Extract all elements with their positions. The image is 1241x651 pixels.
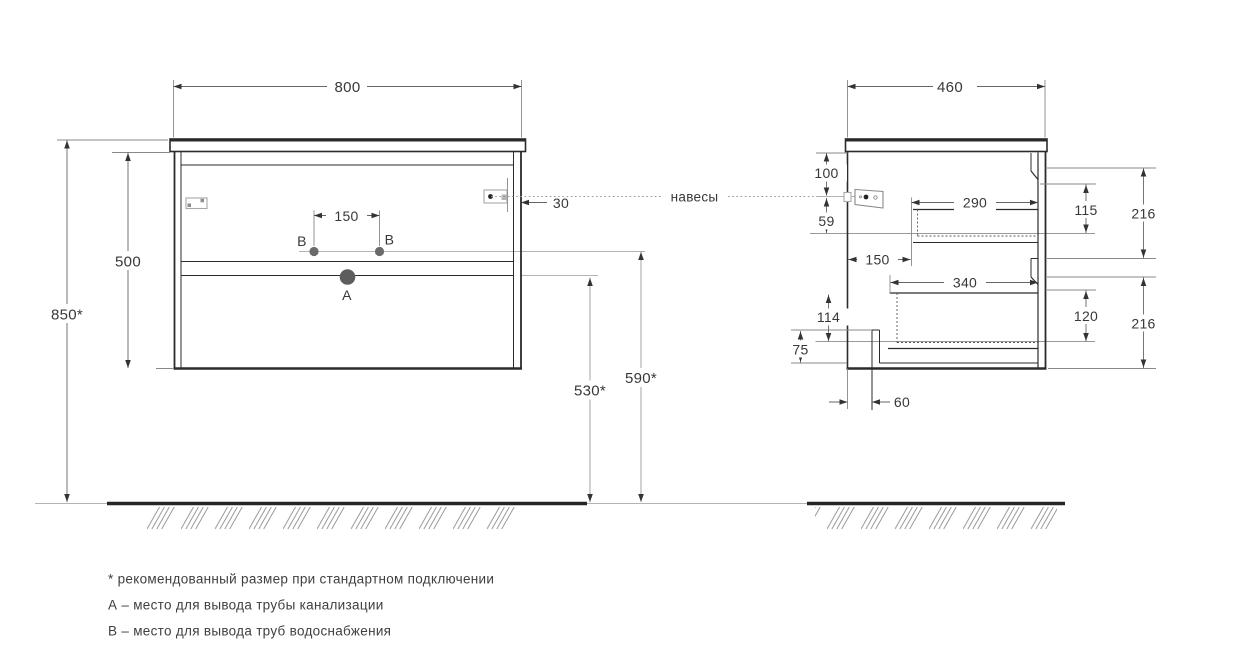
drain-outlet-point [339, 269, 356, 285]
dim-water-height: 590* [625, 370, 657, 387]
dim-front-width: 800 [335, 79, 361, 96]
label-backgrounds [40, 77, 1165, 400]
dim-drawer1-depth: 290 [963, 195, 987, 211]
front-countertop [169, 138, 527, 153]
dim-drawer2-inner-height: 114 [817, 309, 840, 325]
dim-drawer1-inner-height: 115 [1074, 202, 1097, 218]
dim-outlet-spacing: 150 [334, 208, 358, 224]
point-a-label: A [342, 287, 352, 303]
point-b-right-label: B [385, 232, 395, 248]
water-outlet-point-right [374, 246, 385, 257]
legend-note-asterisk: * рекомендованный размер при стандартном… [108, 572, 494, 587]
dim-drain-height: 530* [574, 383, 606, 400]
dim-hanger-drop: 59 [818, 213, 834, 229]
bottom-rail [871, 329, 1038, 410]
dim-drawer1-front-height: 216 [1131, 206, 1155, 222]
dim-drawer2-depth: 340 [953, 275, 977, 291]
legend-note-b: В – место для вывода труб водоснабжения [108, 624, 391, 639]
drawer-box-bottom [888, 292, 1038, 350]
dimension-labels: 800 500 850* 30 150 530* 590* B B A наве… [51, 79, 1155, 410]
water-outlet-point-left [309, 246, 319, 257]
extension-lines [57, 80, 1156, 409]
side-view [843, 138, 1048, 410]
legend: * рекомендованный размер при стандартном… [108, 572, 494, 639]
dim-mount-height: 850* [51, 307, 83, 324]
front-view [169, 138, 527, 370]
dim-back-rail-offset: 60 [894, 394, 910, 410]
side-countertop [844, 138, 1048, 153]
dim-drawer2-opening-height: 120 [1074, 308, 1098, 324]
drawer-box-top [913, 208, 1038, 243]
front-hanger-bracket-left [185, 197, 208, 210]
dim-drawer2-front-height: 216 [1131, 316, 1155, 332]
handle-notch-bottom [1030, 258, 1039, 285]
handle-notch-top [1030, 153, 1039, 180]
side-hanger-bracket [843, 188, 884, 209]
dimension-arrows [64, 83, 1147, 502]
legend-note-a: А – место для вывода трубы канализации [108, 598, 384, 613]
dim-front-height: 500 [115, 254, 141, 271]
point-b-left-label: B [297, 233, 307, 249]
floor [107, 501, 1065, 530]
dim-top-clearance: 100 [814, 165, 838, 181]
dim-back-clearance: 150 [865, 252, 889, 268]
floor-hatch-right [815, 506, 1057, 530]
hangers-label: навесы [671, 190, 719, 205]
dim-hanger-offset: 30 [553, 195, 569, 211]
floor-hatch-left [147, 506, 517, 530]
dim-plinth-height: 75 [792, 342, 808, 358]
dim-depth: 460 [937, 79, 963, 96]
